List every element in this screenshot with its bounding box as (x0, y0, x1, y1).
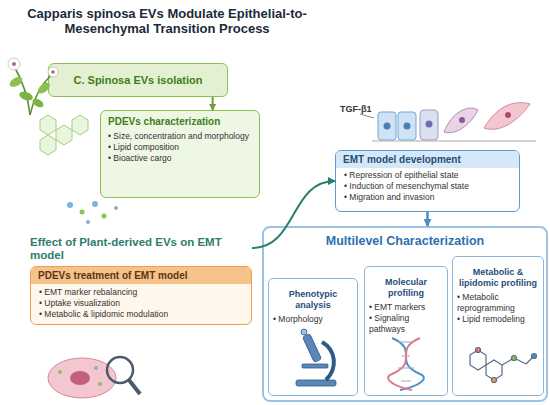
box-header: Phenotypic analysis (273, 283, 353, 311)
section-heading: Effect of Plant-derived EVs on EMT model (30, 236, 252, 262)
isolation-box: C. Spinosa EVs isolation (48, 63, 228, 97)
bullet-item: • EMT marker rebalancing (39, 287, 243, 298)
box-header: EMT model development (336, 151, 519, 168)
bullet-item: • Migration and invasion (344, 192, 511, 203)
box-header: C. Spinosa EVs isolation (74, 74, 203, 86)
treated-cell-magnifier (48, 357, 140, 398)
flow-arrow (426, 212, 429, 226)
bullet-item: • Lipid composition (108, 142, 252, 153)
box-header: PDEVs treatment of EMT model (31, 267, 251, 284)
bullet-item: • Signaling pathways (369, 313, 443, 335)
characterization-group: Multilevel CharacterizationPhenotypic an… (262, 226, 548, 402)
extracellular-vesicles (67, 201, 118, 224)
analysis-box: Phenotypic analysis • Morphology (268, 278, 358, 396)
analysis-box: Metabolic & lipidomic profiling • Metabol… (452, 256, 544, 396)
bullet-item: • Uptake visualization (39, 298, 243, 309)
box-header: Metabolic & lipidomic profiling (457, 261, 539, 289)
bullet-item: • Repression of epithelial state (344, 170, 511, 181)
bullet-item: • Morphology (273, 314, 353, 325)
box-body: • Repression of epithelial state• Induct… (336, 168, 519, 206)
emt-cells (372, 103, 536, 141)
bullet-item: • Metabolic & lipidomic modulation (39, 309, 243, 320)
analysis-box: Molecular profiling • EMT markers• Signal… (364, 266, 448, 396)
bullet-item: • Induction of mesenchymal state (344, 181, 511, 192)
characterization-box: PDEVs characterization • Size, concentrat… (100, 110, 260, 198)
bullet-item: • EMT markers (369, 302, 443, 313)
diagram-title: Capparis spinosa EVs Modulate Epithelial… (22, 6, 312, 36)
box-header: Molecular profiling (369, 271, 443, 299)
bullet-item: • Lipid remodeling (457, 314, 539, 325)
model-box: EMT model development• Repression of epi… (335, 150, 520, 212)
stimulus-line (360, 114, 374, 118)
box-header: PDEVs characterization (108, 116, 252, 128)
stimulus-label: TGF-β1 (340, 104, 372, 114)
bullet-item: • Size, concentration and morphology (108, 131, 252, 142)
treatment-box: Effect of Plant-derived EVs on EMT model… (30, 236, 252, 340)
bullet-item: • Bioactive cargo (108, 153, 252, 164)
flow-arrow (212, 97, 214, 110)
box-header: Multilevel Characterization (264, 228, 546, 248)
tissue-cells (40, 115, 88, 155)
treatment-frame: PDEVs treatment of EMT model• EMT marker… (30, 266, 252, 325)
box-body: • EMT marker rebalancing• Uptake visuali… (31, 284, 251, 324)
bullet-item: • Metabolic reprogramming (457, 292, 539, 314)
